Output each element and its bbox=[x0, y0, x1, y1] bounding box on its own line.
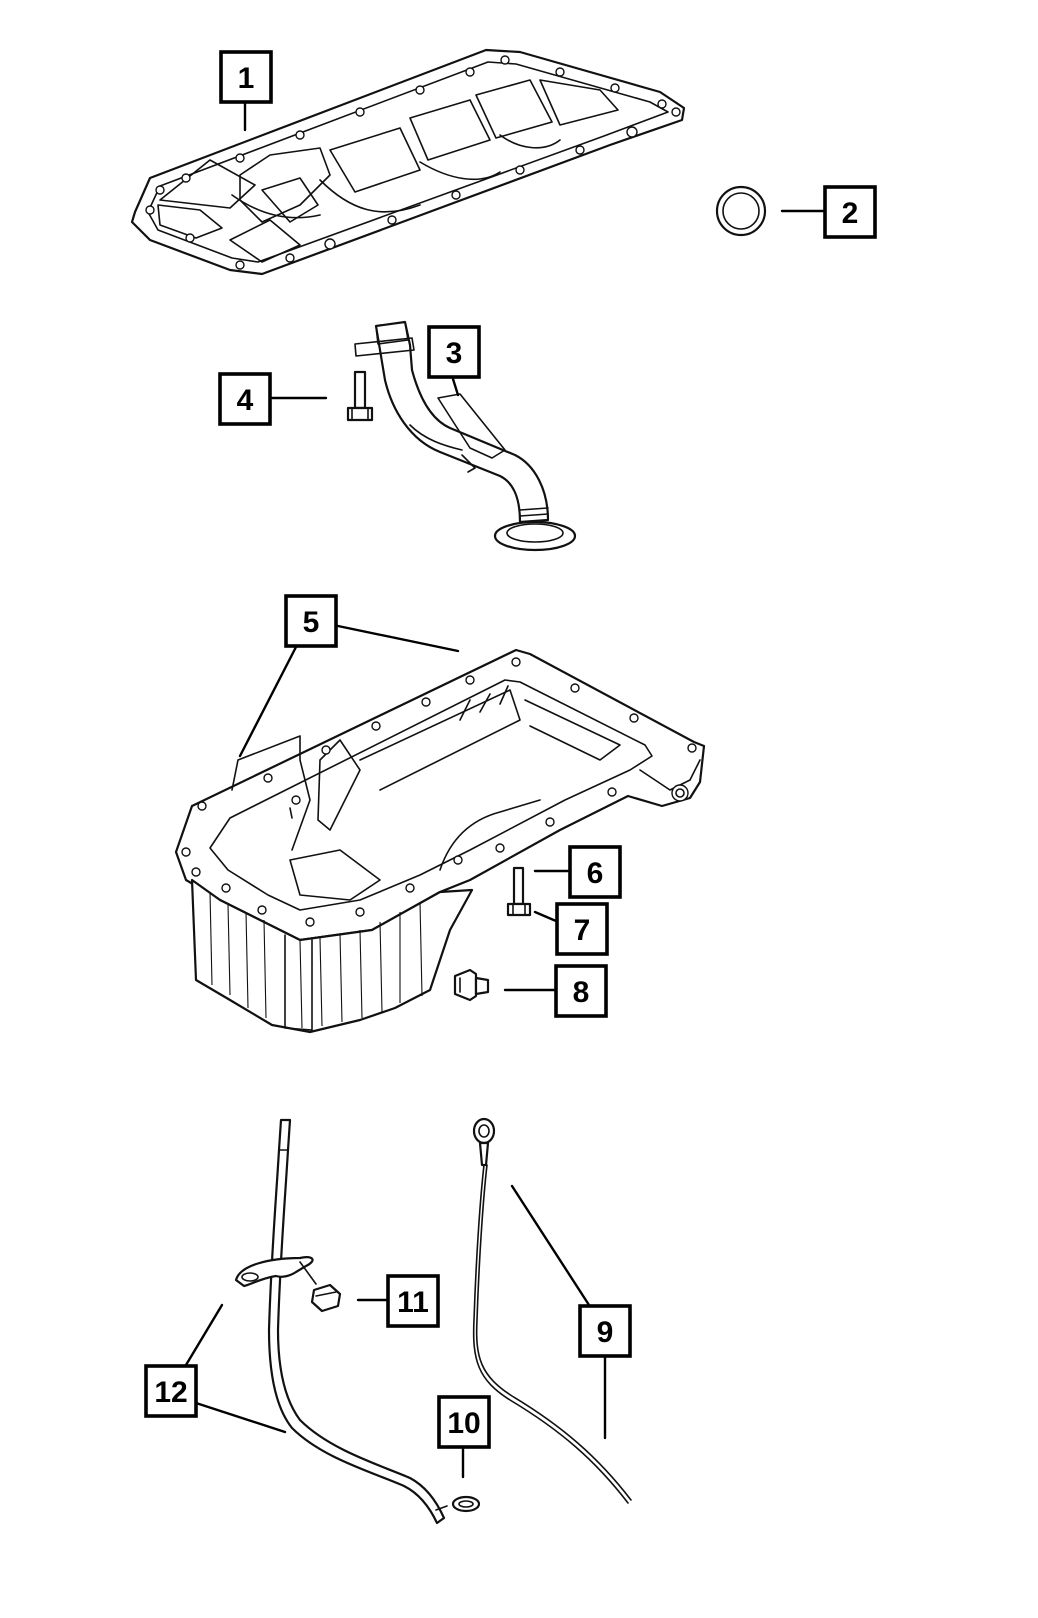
callout-12-label: 12 bbox=[154, 1376, 187, 1409]
callout-5-label: 5 bbox=[303, 606, 320, 639]
callout-9-label: 9 bbox=[597, 1316, 614, 1349]
callout-3-label: 3 bbox=[446, 337, 463, 370]
callout-2: 2 bbox=[823, 185, 877, 239]
callout-7: 7 bbox=[555, 902, 609, 956]
callout-11: 11 bbox=[386, 1274, 440, 1328]
oil-pan-gasket bbox=[130, 48, 686, 276]
oil-pickup-tube bbox=[354, 320, 577, 552]
callout-1: 1 bbox=[219, 50, 273, 104]
callout-9: 9 bbox=[578, 1304, 632, 1358]
callout-12: 12 bbox=[144, 1364, 198, 1418]
callout-2-label: 2 bbox=[842, 197, 859, 230]
callout-6: 6 bbox=[568, 845, 622, 899]
callout-1-label: 1 bbox=[238, 62, 255, 95]
callout-8-label: 8 bbox=[573, 976, 590, 1009]
pickup-tube-bolt bbox=[346, 370, 374, 422]
callout-7-label: 7 bbox=[574, 914, 591, 947]
o-ring bbox=[715, 185, 767, 237]
callout-4: 4 bbox=[218, 372, 272, 426]
callout-4-label: 4 bbox=[237, 384, 254, 417]
callout-10-label: 10 bbox=[447, 1407, 480, 1440]
oil-pan-bolt bbox=[506, 866, 532, 917]
callout-3: 3 bbox=[427, 325, 481, 379]
callout-5: 5 bbox=[284, 594, 338, 648]
callout-11-label: 11 bbox=[397, 1286, 429, 1319]
dipstick-tube-nut bbox=[310, 1283, 342, 1313]
oil-pan bbox=[174, 648, 706, 1034]
drain-plug bbox=[453, 968, 490, 1002]
dipstick-tube-o-ring bbox=[451, 1495, 481, 1513]
callout-8: 8 bbox=[554, 964, 608, 1018]
callout-10: 10 bbox=[437, 1395, 491, 1449]
callout-6-label: 6 bbox=[587, 857, 604, 890]
leader-lines bbox=[184, 102, 827, 1479]
dipstick-tube bbox=[234, 1118, 448, 1525]
oil-dipstick bbox=[472, 1117, 632, 1504]
